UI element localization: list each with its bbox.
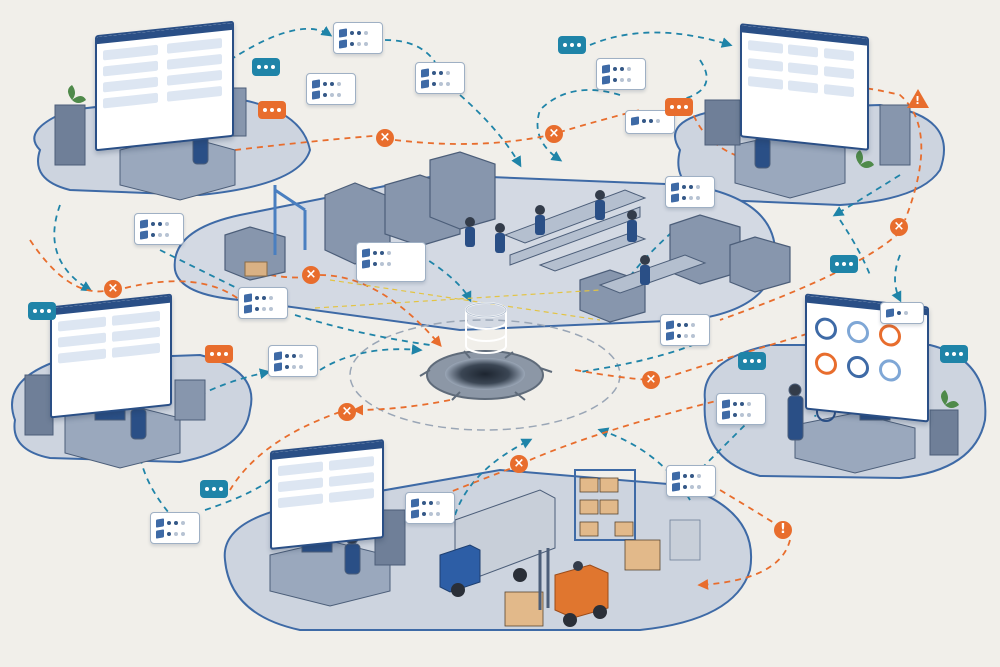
warehouse-items [504, 469, 701, 627]
office-furniture [24, 87, 959, 607]
x-circle-icon[interactable]: × [376, 129, 394, 147]
chat-bubble-icon[interactable] [258, 101, 286, 119]
dashboard-screen-top-left [95, 20, 234, 152]
status-card[interactable] [665, 176, 715, 208]
status-card[interactable] [880, 302, 924, 324]
status-card[interactable] [268, 345, 318, 377]
status-card[interactable] [415, 62, 465, 94]
x-circle-icon[interactable]: × [890, 218, 908, 236]
status-card[interactable] [666, 465, 716, 497]
x-circle-icon[interactable]: × [104, 280, 122, 298]
status-card[interactable] [134, 213, 184, 245]
x-circle-icon[interactable]: × [338, 403, 356, 421]
plants [68, 85, 959, 408]
x-circle-icon[interactable]: × [510, 455, 528, 473]
truck [439, 489, 556, 597]
factory-workers [465, 190, 650, 285]
status-card[interactable] [716, 393, 766, 425]
chat-bubble-icon[interactable] [940, 345, 968, 363]
status-card[interactable] [333, 22, 383, 54]
chat-bubble-icon[interactable] [558, 36, 586, 54]
status-card[interactable] [405, 492, 455, 524]
database-icon [465, 302, 507, 354]
x-circle-icon[interactable]: × [545, 125, 563, 143]
forklift [538, 548, 609, 627]
status-card[interactable] [306, 73, 356, 105]
chat-bubble-icon[interactable] [205, 345, 233, 363]
chat-bubble-icon[interactable] [200, 480, 228, 498]
x-circle-icon[interactable]: × [302, 266, 320, 284]
dashboard-screen-bottom [270, 439, 384, 550]
chat-bubble-icon[interactable] [665, 98, 693, 116]
status-card[interactable] [596, 58, 646, 90]
chat-bubble-icon[interactable] [738, 352, 766, 370]
status-card[interactable] [238, 287, 288, 319]
central-pit [349, 319, 621, 431]
status-card[interactable] [356, 242, 426, 282]
dashboard-screen-left [50, 293, 172, 419]
warning-triangle-icon[interactable]: ! [907, 89, 929, 108]
x-circle-icon[interactable]: × [642, 371, 660, 389]
chat-bubble-icon[interactable] [28, 302, 56, 320]
chat-bubble-icon[interactable] [252, 58, 280, 76]
dashboard-screen-top-right [740, 23, 869, 151]
chat-bubble-icon[interactable] [830, 255, 858, 273]
status-card[interactable] [660, 314, 710, 346]
exclamation-icon[interactable]: ! [774, 521, 792, 539]
status-card[interactable] [150, 512, 200, 544]
